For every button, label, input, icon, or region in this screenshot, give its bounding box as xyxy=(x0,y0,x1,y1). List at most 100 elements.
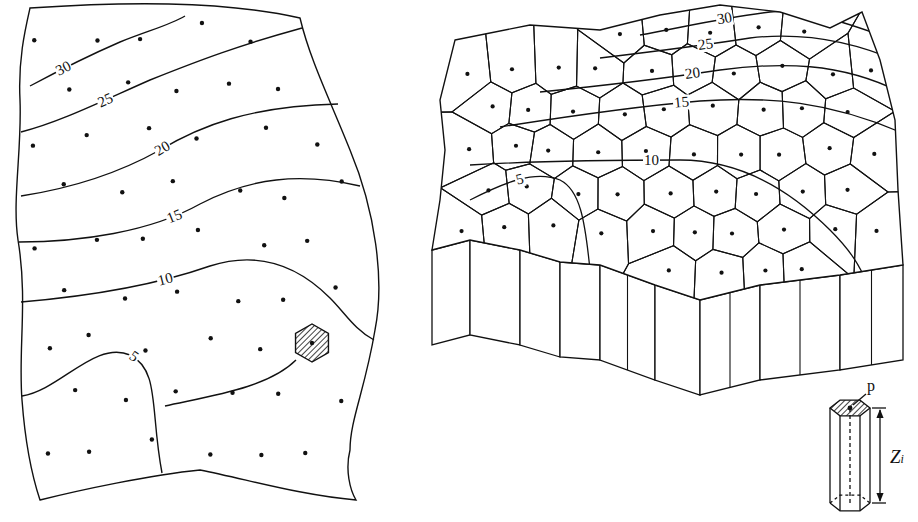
station-dot xyxy=(651,229,655,233)
station-dot xyxy=(264,125,268,129)
station-dot xyxy=(262,243,266,247)
prism-wall xyxy=(470,240,520,345)
thiessen-cell xyxy=(482,203,533,330)
prism-wall xyxy=(520,250,560,357)
top-surface xyxy=(400,0,918,330)
prism-edge xyxy=(799,280,800,375)
thiessen-cell xyxy=(482,0,536,93)
station-dot xyxy=(282,196,286,200)
prism-edge xyxy=(729,293,730,388)
station-dot xyxy=(333,285,337,289)
station-dot xyxy=(209,336,213,340)
station-dot xyxy=(258,347,262,351)
station-dot xyxy=(669,191,673,195)
station-dot xyxy=(48,346,52,350)
contour-line xyxy=(165,360,296,406)
contour-line xyxy=(21,28,302,132)
station-dot xyxy=(194,136,198,140)
contour-value: 15 xyxy=(163,206,184,226)
station-dot xyxy=(800,267,804,271)
station-dot xyxy=(596,150,600,154)
contour-line xyxy=(600,36,900,62)
contour-value: 10 xyxy=(643,153,660,168)
thiessen-cell xyxy=(598,167,644,221)
dimension-tick xyxy=(872,502,886,503)
station-dot xyxy=(173,389,177,393)
station-dot xyxy=(874,229,878,233)
thiessen-cell xyxy=(731,0,784,56)
station-dot xyxy=(86,333,90,337)
prism-wall xyxy=(560,262,600,360)
block-outline xyxy=(432,5,903,300)
thiessen-cell xyxy=(712,45,760,100)
prism-edge xyxy=(859,416,860,511)
contour-value: 5 xyxy=(125,348,141,366)
map-outline xyxy=(16,4,379,500)
station-dot xyxy=(486,188,490,192)
station-dot xyxy=(762,108,766,112)
station-dot xyxy=(124,398,128,402)
station-dot xyxy=(200,21,204,25)
station-dot xyxy=(171,179,175,183)
station-dot xyxy=(708,31,712,35)
station-dot xyxy=(502,225,506,229)
thiessen-cell xyxy=(760,128,806,181)
thiessen-cell xyxy=(713,208,759,257)
station-dot xyxy=(667,268,671,272)
thiessen-cell xyxy=(506,164,555,214)
contour-value: 10 xyxy=(155,270,175,289)
station-dot xyxy=(147,126,151,130)
station-dots xyxy=(31,21,344,457)
station-dot xyxy=(95,38,99,42)
station-dot xyxy=(872,152,876,156)
station-dot xyxy=(693,230,697,234)
station-dot xyxy=(123,296,127,300)
thiessen-cell xyxy=(757,204,809,254)
station-dot xyxy=(739,153,743,157)
station-dot xyxy=(62,288,66,292)
contour-line xyxy=(540,65,900,92)
station-dot xyxy=(730,231,734,235)
thiessen-cell xyxy=(782,81,826,138)
station-dot xyxy=(615,192,619,196)
station-dot xyxy=(763,268,767,272)
station-dot xyxy=(281,297,285,301)
station-dot xyxy=(459,229,463,233)
single-prism xyxy=(830,394,886,511)
thiessen-cell xyxy=(780,0,867,59)
station-dot xyxy=(828,146,832,150)
station-dot xyxy=(571,110,575,114)
station-dot xyxy=(491,104,495,108)
station-dot xyxy=(339,399,343,403)
station-dot xyxy=(87,450,91,454)
station-dot xyxy=(467,147,471,151)
station-dot xyxy=(62,182,66,186)
station-dot xyxy=(732,71,736,75)
thiessen-cell xyxy=(530,124,574,178)
station-dot xyxy=(593,66,597,70)
station-dot xyxy=(238,188,242,192)
station-dot xyxy=(833,227,837,231)
station-dot xyxy=(276,87,280,91)
thiessen-cell xyxy=(848,0,918,111)
prism-edge xyxy=(839,416,840,511)
station-dot xyxy=(174,89,178,93)
station-dot xyxy=(711,104,715,108)
station-dot xyxy=(175,289,179,293)
point-label: p xyxy=(866,378,876,394)
station-dot xyxy=(465,72,469,76)
station-dot xyxy=(305,239,309,243)
prism-axis xyxy=(849,408,850,503)
dimension-tick xyxy=(872,407,886,408)
station-dot xyxy=(230,391,234,395)
thiessen-cell xyxy=(824,88,895,138)
station-dot xyxy=(248,39,252,43)
station-dot xyxy=(236,299,240,303)
prism-wall xyxy=(432,240,470,345)
station-dot xyxy=(510,67,514,71)
thiessen-cell xyxy=(533,0,578,94)
station-dot xyxy=(551,223,555,227)
thiessen-cell xyxy=(850,110,918,192)
thiessen-cell xyxy=(400,112,494,188)
station-dot xyxy=(599,231,603,235)
